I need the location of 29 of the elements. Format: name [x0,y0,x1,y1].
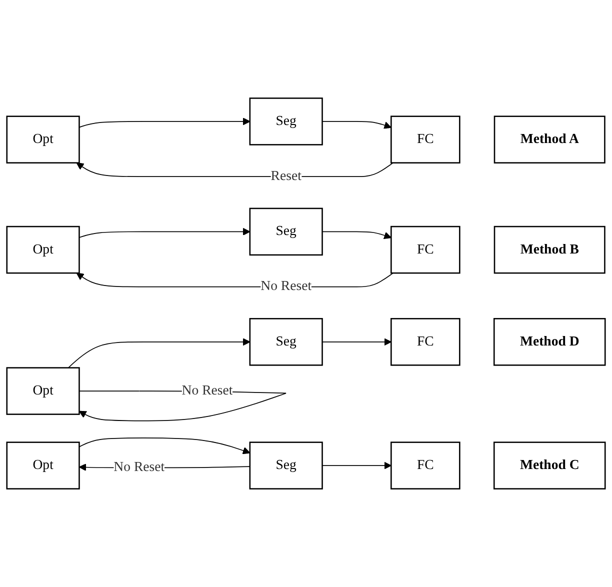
node-box: Opt [6,226,80,274]
node-box: Seg [249,442,323,490]
node-box: Seg [249,98,323,146]
node-box: Method C [493,442,606,490]
node-box: FC [390,116,460,164]
node-box: FC [390,226,460,274]
node-box: Method B [494,226,606,274]
arrow [322,338,392,346]
edge-label: No Reset [182,383,233,398]
arrow [78,228,250,238]
node-box: Opt [6,116,80,164]
arrow [78,438,250,454]
arrow [68,338,250,368]
arrow [322,121,392,129]
node-box: Seg [249,318,323,366]
arrow [322,231,392,240]
node-box: Method D [493,318,606,366]
node-box: FC [390,318,460,366]
node-box: Method A [494,116,606,164]
node-box: Opt [6,367,80,415]
arrow [78,118,250,128]
edge-label: Reset [270,168,302,184]
edge-label: No Reset [260,279,312,294]
arrow [76,162,394,177]
node-box: FC [390,442,460,490]
arrow [322,462,392,470]
edge-label: No Reset [114,460,165,475]
node-box: Opt [6,442,80,490]
node-box: Seg [249,208,323,256]
